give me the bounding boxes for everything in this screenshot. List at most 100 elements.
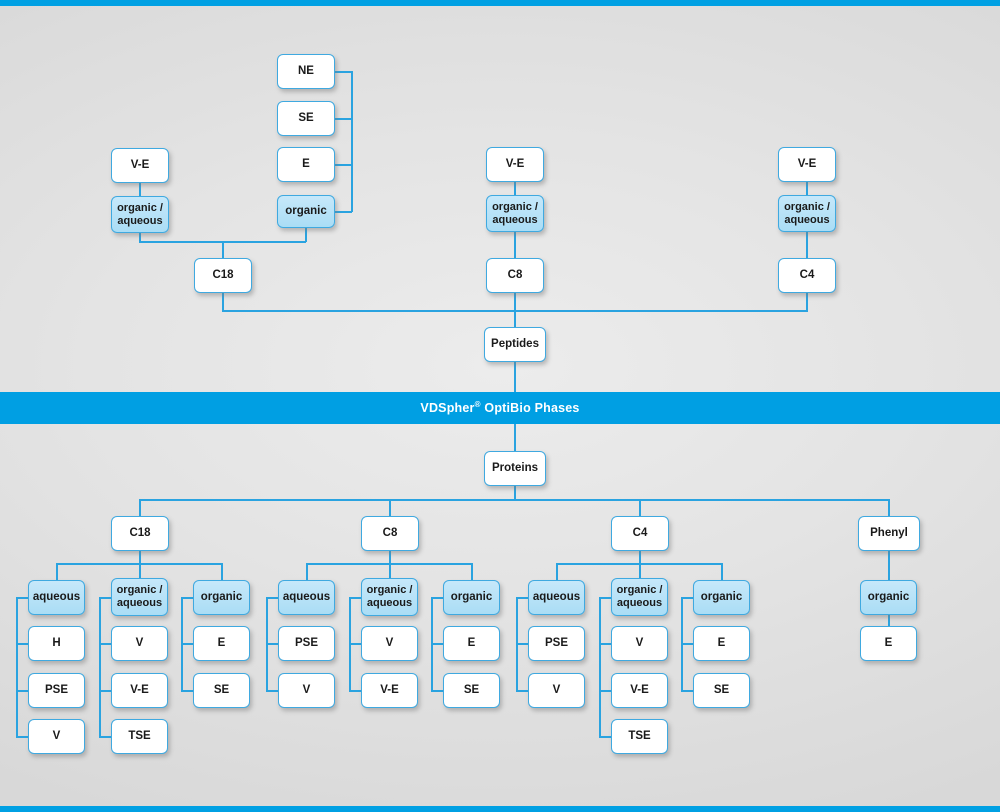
stub-c8-aqueous xyxy=(266,597,279,599)
drop-phenyl-to-organic xyxy=(888,551,890,580)
node-c8-peptides[interactable]: C8 xyxy=(486,258,544,293)
leaf-c4-aqueous-pse[interactable]: PSE xyxy=(528,626,585,661)
node-e-peptides[interactable]: E xyxy=(277,147,335,182)
node-proteins-root[interactable]: Proteins xyxy=(484,451,546,486)
stub-c18-o-2 xyxy=(181,690,194,692)
leaf-c18-orgaq-tse[interactable]: TSE xyxy=(111,719,168,754)
stub-c18-oa-2 xyxy=(99,690,112,692)
label-line-2: aqueous xyxy=(366,597,413,609)
node-ve-c8-peptides[interactable]: V-E xyxy=(486,147,544,182)
stub-e xyxy=(335,164,352,166)
leaf-c18-aqueous-pse[interactable]: PSE xyxy=(28,673,85,708)
leaf-c8-orgaq-v[interactable]: V xyxy=(361,626,418,661)
label-line-1: organic / xyxy=(116,584,163,597)
leaf-c8-aqueous-pse[interactable]: PSE xyxy=(278,626,335,661)
group-c4-organic[interactable]: organic xyxy=(693,580,750,615)
group-c4-organic-aqueous[interactable]: organic / aqueous xyxy=(611,578,668,616)
node-organic-c18-peptides[interactable]: organic xyxy=(277,195,335,228)
group-c8-aqueous[interactable]: aqueous xyxy=(278,580,335,615)
node-peptides-root[interactable]: Peptides xyxy=(484,327,546,362)
bottom-accent-bar xyxy=(0,806,1000,812)
stub-c18-aq-3 xyxy=(16,736,29,738)
bus-proteins xyxy=(139,499,889,501)
leaf-c18-orgaq-ve[interactable]: V-E xyxy=(111,673,168,708)
group-c8-organic-aqueous[interactable]: organic / aqueous xyxy=(361,578,418,616)
node-c4-peptides[interactable]: C4 xyxy=(778,258,836,293)
stub-ne xyxy=(335,71,352,73)
label-line-1: organic / xyxy=(366,584,413,597)
stub-c18-oa-3 xyxy=(99,736,112,738)
connector-ve-to-orgaq-c8 xyxy=(514,182,516,195)
drop-phenyl-organic-to-e xyxy=(888,615,890,626)
leaf-c8-organic-se[interactable]: SE xyxy=(443,673,500,708)
leaf-c4-aqueous-v[interactable]: V xyxy=(528,673,585,708)
connector-orgaq-to-c4 xyxy=(806,232,808,258)
fan-drop-c18-aqueous xyxy=(56,563,58,580)
drop-c8-fan xyxy=(389,551,391,564)
node-c18-proteins[interactable]: C18 xyxy=(111,516,169,551)
stub-c4-orgaq xyxy=(599,597,612,599)
leaf-c8-organic-e[interactable]: E xyxy=(443,626,500,661)
fan-drop-c4-orgaq xyxy=(639,563,641,580)
node-c8-proteins[interactable]: C8 xyxy=(361,516,419,551)
leaf-c4-orgaq-tse[interactable]: TSE xyxy=(611,719,668,754)
top-accent-bar xyxy=(0,0,1000,6)
leaf-c18-organic-e[interactable]: E xyxy=(193,626,250,661)
group-c18-aqueous[interactable]: aqueous xyxy=(28,580,85,615)
connector-join-to-c18 xyxy=(222,241,224,258)
node-organic-aqueous-c18-peptides[interactable]: organic / aqueous xyxy=(111,196,169,233)
leaf-c4-orgaq-ve[interactable]: V-E xyxy=(611,673,668,708)
drop-bus-to-phenyl xyxy=(888,499,890,516)
node-ne-peptides[interactable]: NE xyxy=(277,54,335,89)
stub-c4-oa-2 xyxy=(599,690,612,692)
rail-c18-aqueous xyxy=(16,597,18,737)
label-line-2: aqueous xyxy=(784,213,830,226)
stub-c8-oa-2 xyxy=(349,690,362,692)
node-ve-c4-peptides[interactable]: V-E xyxy=(778,147,836,182)
leaf-c18-aqueous-v[interactable]: V xyxy=(28,719,85,754)
stub-c18-aq-2 xyxy=(16,690,29,692)
node-phenyl-proteins[interactable]: Phenyl xyxy=(858,516,920,551)
stub-c4-aq-1 xyxy=(516,643,529,645)
node-se-peptides[interactable]: SE xyxy=(277,101,335,136)
group-phenyl-organic[interactable]: organic xyxy=(860,580,917,615)
group-c8-organic[interactable]: organic xyxy=(443,580,500,615)
group-c18-organic-aqueous[interactable]: organic / aqueous xyxy=(111,578,168,616)
stub-c18-organic xyxy=(181,597,194,599)
drop-c4-fan xyxy=(639,551,641,564)
leaf-c18-aqueous-h[interactable]: H xyxy=(28,626,85,661)
leaf-c4-orgaq-v[interactable]: V xyxy=(611,626,668,661)
node-ve-c18-peptides[interactable]: V-E xyxy=(111,148,169,183)
leaf-c4-organic-se[interactable]: SE xyxy=(693,673,750,708)
node-c18-peptides[interactable]: C18 xyxy=(194,258,252,293)
fan-drop-c8-aqueous xyxy=(306,563,308,580)
banner-text: VDSpher® OptiBio Phases xyxy=(420,400,580,416)
leaf-c8-orgaq-ve[interactable]: V-E xyxy=(361,673,418,708)
stub-c8-aq-1 xyxy=(266,643,279,645)
leaf-c4-organic-e[interactable]: E xyxy=(693,626,750,661)
fan-drop-c18-orgaq xyxy=(139,563,141,580)
stub-organic xyxy=(335,211,352,213)
node-organic-aqueous-c4-peptides[interactable]: organic / aqueous xyxy=(778,195,836,232)
drop-proteins-to-bus xyxy=(514,486,516,500)
leaf-c18-orgaq-v[interactable]: V xyxy=(111,626,168,661)
label-line-1: organic / xyxy=(784,200,830,213)
drop-bus-to-peptides xyxy=(514,293,516,327)
stub-c4-o-1 xyxy=(681,643,694,645)
stub-c4-aqueous xyxy=(516,597,529,599)
stub-c8-o-2 xyxy=(431,690,444,692)
leaf-c8-aqueous-v[interactable]: V xyxy=(278,673,335,708)
node-organic-aqueous-c8-peptides[interactable]: organic / aqueous xyxy=(486,195,544,232)
connector-organic-down-c18 xyxy=(305,228,307,242)
rail-c4-orgaq xyxy=(599,597,601,737)
node-c4-proteins[interactable]: C4 xyxy=(611,516,669,551)
group-c4-aqueous[interactable]: aqueous xyxy=(528,580,585,615)
leaf-c18-organic-se[interactable]: SE xyxy=(193,673,250,708)
label-line-1: organic / xyxy=(616,584,663,597)
group-c18-organic[interactable]: organic xyxy=(193,580,250,615)
stub-c4-oa-1 xyxy=(599,643,612,645)
fan-drop-c18-organic xyxy=(221,563,223,580)
label-line-2: aqueous xyxy=(117,214,163,227)
connector-peptides-to-banner xyxy=(514,362,516,392)
leaf-phenyl-organic-e[interactable]: E xyxy=(860,626,917,661)
